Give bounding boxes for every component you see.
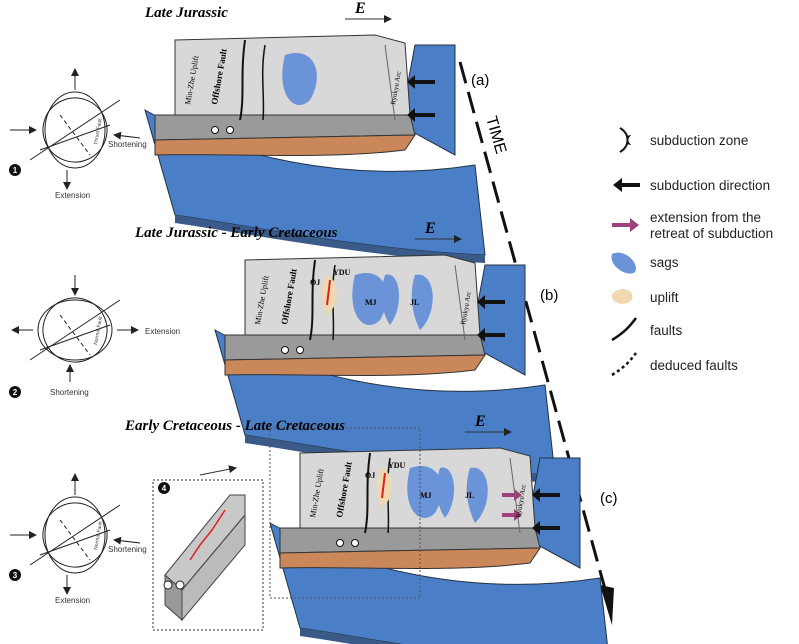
basin-label: JL — [410, 298, 419, 307]
fault-type-label: Thrust Fault — [93, 117, 104, 145]
legend-label-line2: retreat of subduction — [650, 226, 773, 241]
legend-label: deduced faults — [650, 358, 738, 373]
inset-number: 4 — [162, 484, 167, 493]
subduction-direction-icon — [532, 488, 560, 502]
basin-label: YDU — [333, 268, 351, 277]
strain-label: Extension — [145, 327, 180, 336]
extension-arrow-icon — [502, 489, 522, 501]
legend-item: subduction zone — [619, 127, 748, 153]
legend-label: subduction zone — [650, 133, 748, 148]
east-direction-label: E — [354, 0, 366, 17]
basin-label: OJ — [365, 471, 375, 480]
legend-item: sags — [611, 252, 679, 274]
east-direction-label: E — [474, 413, 486, 430]
legend-item: uplift — [611, 288, 679, 305]
legend-label: subduction direction — [650, 178, 770, 193]
panel-title: Early Cretaceous - Late Cretaceous — [124, 418, 345, 434]
panel-title: Late Jurassic - Early Cretaceous — [134, 225, 338, 241]
strain-number: 1 — [13, 166, 18, 175]
panel-letter: (c) — [600, 490, 618, 507]
sag-icon — [611, 252, 636, 274]
time-label: TIME — [482, 114, 509, 155]
legend: subduction zone subduction direction exten… — [611, 127, 773, 377]
inset-fault-block: 4 — [152, 465, 264, 631]
strain-label: Shortening — [108, 545, 147, 554]
panel-letter: (b) — [540, 287, 558, 304]
subduction-direction-arrow-icon — [613, 178, 640, 192]
subduction-zone-icon — [619, 127, 631, 153]
strain-label: Extension — [55, 191, 90, 200]
basin-label: YDU — [388, 461, 406, 470]
panel-title: Late Jurassic — [144, 5, 228, 21]
strain-label: Shortening — [50, 388, 89, 397]
legend-label: sags — [650, 255, 679, 270]
panel-letter: (a) — [471, 72, 489, 89]
strain-label: Shortening — [108, 140, 147, 149]
strain-label: Extension — [55, 596, 90, 605]
legend-item: subduction direction — [613, 178, 770, 193]
basin-label: OJ — [310, 278, 320, 287]
legend-item: deduced faults — [611, 352, 738, 377]
basin-label: MJ — [420, 491, 432, 500]
strain-number: 2 — [13, 388, 18, 397]
basin-label: MJ — [365, 298, 377, 307]
deduced-fault-icon — [611, 352, 637, 377]
subduction-direction-icon — [477, 328, 505, 342]
subduction-direction-icon — [407, 75, 435, 89]
extension-arrow-icon — [612, 218, 639, 232]
fault-type-label: Normal Fault — [93, 316, 104, 346]
basin-label: JL — [465, 491, 474, 500]
strain-number: 3 — [13, 571, 18, 580]
legend-label: uplift — [650, 290, 679, 305]
legend-label: extension from the — [650, 210, 761, 225]
fault-icon — [611, 317, 637, 342]
subduction-direction-icon — [532, 521, 560, 535]
subduction-direction-icon — [407, 108, 435, 122]
fault-type-label: Normal Fault — [93, 521, 104, 551]
uplift-icon — [611, 288, 633, 304]
legend-label: faults — [650, 323, 683, 338]
legend-item: faults — [611, 317, 683, 342]
east-direction-label: E — [424, 220, 436, 237]
subduction-direction-icon — [477, 295, 505, 309]
